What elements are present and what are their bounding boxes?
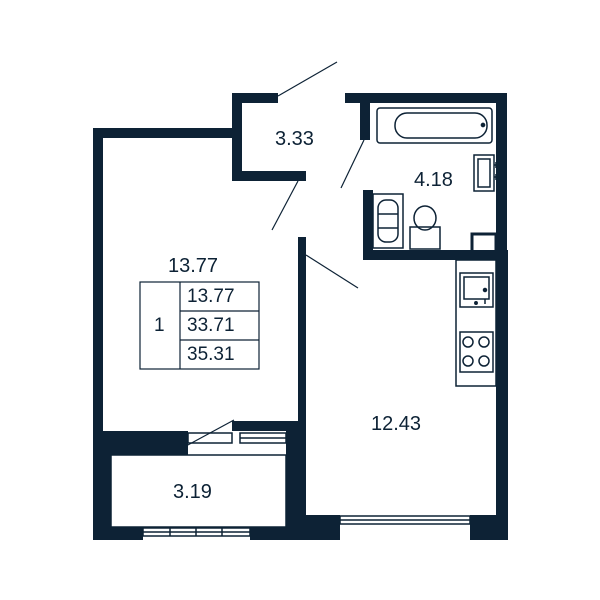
kitchen-area: 12.43	[371, 413, 422, 435]
wall	[232, 93, 278, 103]
bathroom-area: 4.18	[414, 169, 453, 191]
bathroom-door	[340, 139, 365, 189]
balcony-door-swing	[185, 419, 235, 447]
summary-table	[139, 281, 260, 370]
rooms-count: 1	[154, 315, 165, 336]
wall	[298, 237, 306, 527]
balcony-area: 3.19	[173, 481, 212, 503]
wall	[363, 250, 507, 260]
wall	[363, 190, 373, 256]
sink-icon	[473, 154, 499, 192]
windows	[110, 432, 471, 537]
doors	[185, 61, 365, 447]
wall	[360, 100, 370, 140]
wall	[232, 171, 306, 181]
wall	[496, 93, 507, 260]
living-area: 13.77	[168, 255, 219, 277]
walls	[93, 93, 508, 540]
kitchen-sink-icon	[459, 272, 494, 308]
wall	[232, 421, 306, 431]
hall-area: 3.33	[275, 128, 314, 150]
total-with-balcony-value: 35.31	[187, 344, 235, 365]
kitchen-counter	[455, 259, 497, 387]
total-area-value: 33.71	[187, 315, 235, 336]
stove-icon	[459, 331, 494, 373]
wall	[93, 128, 103, 431]
wall	[93, 527, 143, 540]
wall	[286, 431, 306, 540]
kitchen-door	[305, 254, 359, 289]
balcony-frame	[110, 454, 287, 528]
wall	[93, 431, 111, 540]
wall	[250, 527, 306, 540]
shaft	[470, 232, 498, 254]
bathtub-icon	[376, 107, 493, 144]
wall	[496, 250, 508, 540]
toilet-icon	[409, 205, 441, 250]
living-area-value: 13.77	[187, 286, 235, 307]
wall	[345, 93, 507, 103]
washing-machine-icon	[372, 193, 404, 249]
entry-door	[277, 61, 338, 97]
living-door	[271, 180, 299, 231]
wall	[93, 128, 242, 138]
wall	[470, 515, 508, 540]
